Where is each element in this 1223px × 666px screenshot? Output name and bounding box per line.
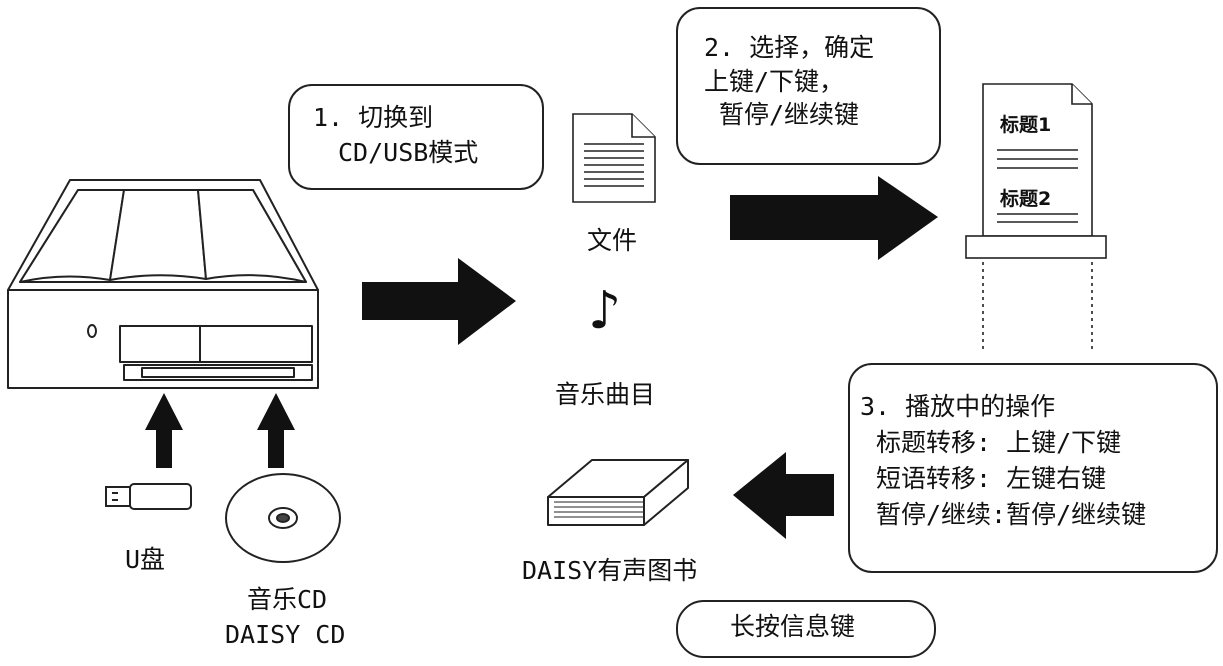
cd-disc-icon <box>225 473 341 563</box>
book-label: DAISY有声图书 <box>522 556 698 585</box>
step3-title: 3. 播放中的操作 <box>860 392 1056 421</box>
step2-bubble <box>676 7 941 165</box>
step1-bubble <box>288 84 544 190</box>
document-heading-1: 标题1 <box>1000 114 1052 136</box>
arrow-to-document <box>730 176 938 260</box>
step3-bubble <box>848 363 1218 573</box>
step2-line2: 上键/下键， <box>704 67 845 96</box>
step1-line1: 1. 切换到 <box>313 103 434 132</box>
step1-line2: CD/USB模式 <box>338 138 479 167</box>
step2-line1: 2. 选择，确定 <box>704 33 875 62</box>
arrow-to-files <box>362 258 516 345</box>
document-icon <box>572 113 656 203</box>
usb-drive-icon <box>105 483 192 510</box>
document-heading-2: 标题2 <box>1000 188 1052 210</box>
long-press-bubble <box>676 600 936 658</box>
heading-document-icon <box>965 83 1107 350</box>
music-label: 音乐曲目 <box>555 380 656 409</box>
file-label: 文件 <box>587 226 638 255</box>
arrow-to-book <box>733 452 834 539</box>
step3-item-pause: 暂停/继续:暂停/继续键 <box>876 500 1147 529</box>
insert-arrow-usb <box>145 393 183 468</box>
usb-label: U盘 <box>125 545 166 574</box>
step3-item-phrase-jump: 短语转移: 左键右键 <box>876 464 1107 493</box>
cd-player-icon <box>7 179 319 389</box>
disc-label-line2: DAISY CD <box>225 620 346 649</box>
step3-item-title-jump: 标题转移: 上键/下键 <box>876 428 1122 457</box>
long-press-label: 长按信息键 <box>730 612 856 641</box>
disc-label-line1: 音乐CD <box>247 585 328 614</box>
insert-arrow-disc <box>257 393 295 468</box>
book-icon <box>547 459 689 526</box>
music-note-icon: ♪ <box>588 281 622 341</box>
step2-line3: 暂停/继续键 <box>719 100 860 129</box>
